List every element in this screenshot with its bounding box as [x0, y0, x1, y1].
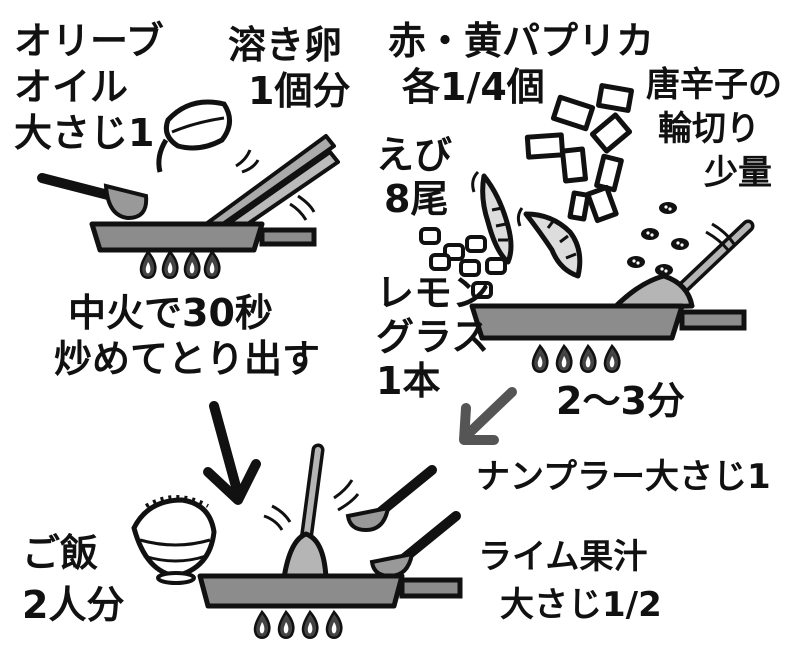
spatula-icon [281, 443, 329, 581]
oil-bowl-icon [156, 99, 232, 173]
frying-pan-icon [197, 573, 463, 609]
motion-mark [235, 149, 260, 174]
rice-bowl-icon [131, 495, 217, 585]
chopsticks-icon [204, 134, 340, 234]
motion-mark [289, 194, 316, 221]
measuring-spoon-icon [369, 511, 461, 579]
rice-label-line1: ご飯 [22, 531, 98, 575]
chili-label-line3: 少量 [704, 153, 772, 193]
paprika-label-line2: 各1/4個 [402, 65, 545, 109]
motion-mark [333, 479, 360, 512]
arrow-icon [203, 401, 261, 505]
paprika-label-line1: 赤・黄パプリカ [388, 19, 654, 63]
shrimp-label-line1: えび [376, 133, 452, 177]
spatula-icon [611, 219, 755, 311]
lime-label-line1: ライム果汁 [478, 537, 647, 577]
lemongrass-label-line3: 1本 [376, 359, 440, 403]
olive-oil-label-line1: オリーブ [14, 19, 164, 63]
olive-oil-label-line3: 大さじ1 [14, 111, 154, 155]
arrow-icon [459, 387, 517, 445]
motion-mark [705, 222, 736, 251]
paprika-cube-icon [524, 83, 635, 224]
step2-time-label: 2〜3分 [556, 379, 685, 423]
frying-pan-icon [469, 303, 747, 341]
lemongrass-label-line1: レモン [376, 271, 490, 315]
step1-instruction-line1: 中火で30秒 [68, 291, 273, 335]
olive-oil-label-line2: オイル [14, 65, 128, 109]
gas-flame-icon [253, 610, 343, 639]
step1-group [37, 99, 340, 279]
gas-flame-icon [531, 344, 621, 373]
measuring-spoon-icon [345, 465, 437, 533]
rice-label-line2: 2人分 [22, 583, 124, 627]
lemongrass-label-line2: グラス [376, 315, 489, 359]
chili-slice-icon [627, 202, 689, 276]
fish-sauce-label: ナンプラー大さじ1 [476, 457, 771, 497]
chili-label-line2: 輪切り [658, 109, 760, 149]
frying-pan-icon [89, 221, 317, 253]
beaten-egg-label-line1: 溶き卵 [228, 23, 342, 67]
step3-group [131, 443, 463, 639]
measuring-spoon-icon [37, 173, 149, 221]
chili-label-line1: 唐辛子の [646, 65, 782, 105]
lime-label-line2: 大さじ1/2 [500, 585, 662, 625]
motion-mark [263, 504, 292, 531]
shrimp-icon [471, 170, 514, 265]
shrimp-icon [516, 207, 583, 279]
step2-group [419, 83, 755, 373]
beaten-egg-label-line2: 1個分 [248, 69, 350, 113]
gas-flame-icon [139, 250, 221, 279]
shrimp-label-line2: 8尾 [384, 177, 448, 221]
step1-instruction-line2: 炒めてとり出す [54, 337, 320, 381]
